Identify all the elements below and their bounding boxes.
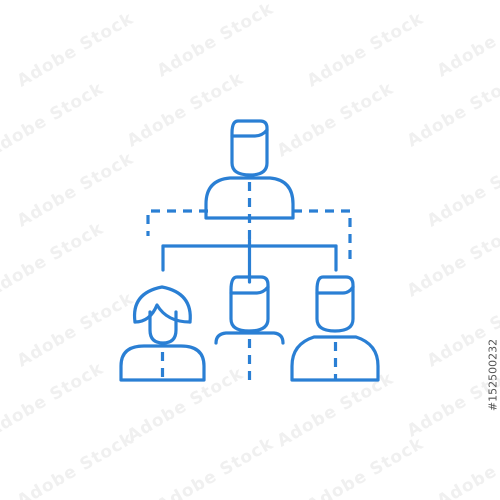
stock-id-text: #152500232 <box>486 338 500 412</box>
stock-id-label: #152500232 <box>486 310 500 440</box>
team-member-woman-icon <box>119 285 206 382</box>
org-connector-lines <box>146 209 352 284</box>
leader-person-icon <box>204 119 295 240</box>
team-member-man-icon <box>290 275 380 382</box>
team-member-man-icon <box>214 275 285 380</box>
